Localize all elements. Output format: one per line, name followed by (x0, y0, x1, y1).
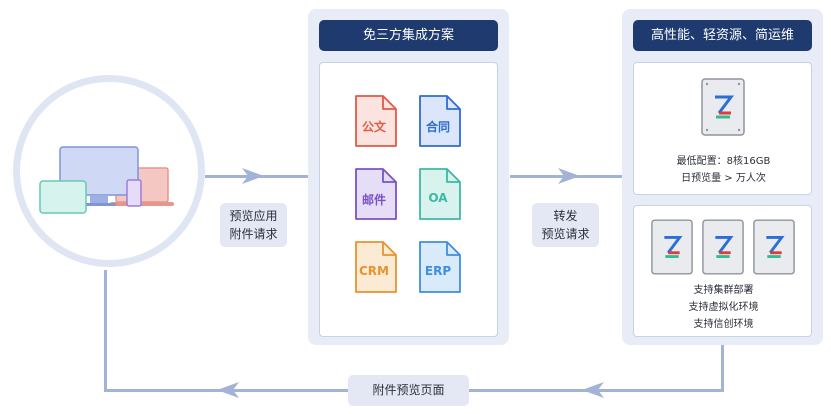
integration-panel-title: 免三方集成方案 (319, 20, 498, 51)
client-devices (13, 75, 205, 267)
server-icon (753, 219, 795, 275)
forward-request-label-line2: 预览请求 (541, 227, 590, 241)
document-icon: ERP (417, 239, 463, 295)
document-label: ERP (424, 264, 452, 278)
flow-line-right-vertical (721, 343, 724, 391)
document-icon: CRM (353, 239, 399, 295)
performance-panel-title: 高性能、轻资源、简运维 (633, 20, 812, 51)
preview-request-label-line2: 附件请求 (229, 227, 278, 241)
server-icon (701, 78, 745, 136)
single-server-box: 最低配置：8核16GB 日预览量 > 万人次 (633, 62, 812, 195)
document-label: 邮件 (361, 193, 386, 207)
min-config: 最低配置：8核16GB (676, 156, 771, 167)
document-icon: OA (417, 166, 463, 222)
arrow-left-icon (217, 382, 239, 398)
daily-previews: 日预览量 > 万人次 (681, 173, 766, 184)
document-icon: 邮件 (353, 166, 399, 222)
preview-page-label-text: 附件预览页面 (372, 383, 445, 397)
document-label: 合同 (425, 120, 450, 134)
document-icon: 合同 (417, 93, 463, 149)
performance-panel: 高性能、轻资源、简运维 最低配置：8核16GB 日预览量 > 万人次 (622, 9, 823, 345)
preview-request-label-line1: 预览应用 (229, 209, 278, 223)
single-server-text: 最低配置：8核16GB 日预览量 > 万人次 (634, 153, 813, 187)
arrow-left-icon (582, 382, 604, 398)
document-label: 公文 (361, 120, 386, 134)
preview-request-label: 预览应用 附件请求 (220, 203, 287, 247)
document-label: CRM (359, 264, 389, 278)
forward-request-label: 转发 预览请求 (532, 203, 599, 247)
forward-request-label-line1: 转发 (553, 209, 578, 223)
cluster-feature-1: 支持集群部署 (693, 285, 754, 296)
server-icon-wrap (700, 77, 746, 141)
preview-page-label: 附件预览页面 (348, 375, 469, 406)
server-icon (702, 219, 744, 275)
server-icon (651, 219, 693, 275)
cluster-box: 支持集群部署 支持虚拟化环境 支持信创环境 (633, 205, 812, 337)
cluster-feature-3: 支持信创环境 (693, 319, 754, 330)
integration-panel: 免三方集成方案 公文 合同邮件 OA CRM ERP (308, 9, 509, 345)
flow-line-left-vertical (104, 270, 107, 391)
arrow-right-icon (558, 168, 580, 184)
document-icon: 公文 (353, 93, 399, 149)
integration-panel-body: 公文 合同邮件 OA CRM ERP (319, 62, 498, 337)
cluster-feature-2: 支持虚拟化环境 (688, 302, 759, 313)
cluster-text: 支持集群部署 支持虚拟化环境 支持信创环境 (634, 282, 813, 333)
arrow-right-icon (242, 168, 264, 184)
devices-icon (39, 146, 174, 214)
document-label: OA (428, 191, 448, 205)
